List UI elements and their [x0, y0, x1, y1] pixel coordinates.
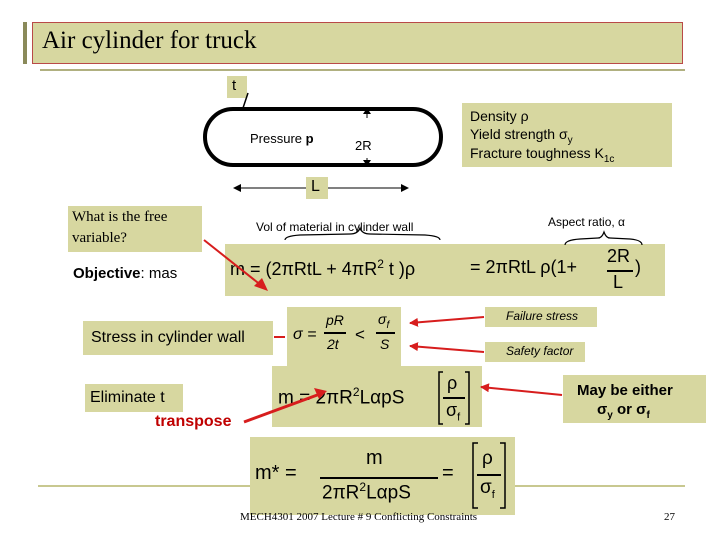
eliminate-t-box — [85, 384, 183, 412]
vol-material-label: Vol of material in cylinder wall — [256, 220, 414, 234]
may-be-either-arrow — [480, 383, 563, 396]
eliminate-t-label: Eliminate t — [90, 389, 165, 406]
free-variable-box — [68, 206, 202, 252]
diameter-label: 2R — [355, 138, 372, 153]
t-label: t — [232, 77, 237, 94]
stress-lt: < — [355, 325, 365, 344]
aspect-ratio-label: Aspect ratio, α — [548, 215, 625, 229]
safety-factor-box — [485, 342, 585, 362]
free-variable-text: What is the free variable? — [72, 209, 168, 246]
mstar-eq: = — [442, 462, 454, 484]
mass-eliminated-bracket-left — [438, 371, 443, 425]
aspect-fraction-den: L — [613, 272, 624, 292]
transpose-arrow — [243, 392, 321, 424]
footer-text: MECH4301 2007 Lecture # 9 Conflicting Co… — [240, 511, 478, 523]
stress-num2: σf — [378, 311, 390, 331]
mass-equation-lhs: m = (2πRtL + 4πR2 t )ρ — [230, 257, 416, 279]
stress-num1: pR — [326, 312, 344, 328]
t-pointer-line — [242, 92, 249, 109]
aspect-ratio-brace — [564, 230, 643, 246]
stress-equation-box — [287, 307, 401, 366]
pressure-label: Pressure p — [250, 131, 314, 146]
mstar-bracket-right — [500, 442, 506, 509]
mstar-rden: σf — [480, 477, 495, 501]
mstar-rnum: ρ — [482, 448, 493, 469]
mass-equation-box — [225, 244, 665, 296]
yield-strength-text: Yield strength σy — [470, 126, 573, 146]
title-accent — [23, 22, 27, 64]
footer-rule-left — [38, 485, 250, 487]
failure-stress-label: Failure stress — [506, 309, 579, 323]
objective-label: Objective: mas — [73, 265, 178, 282]
density-text: Density ρ — [470, 108, 529, 124]
mass-eliminated-box — [272, 366, 482, 427]
stress-den1: 2t — [327, 336, 339, 352]
aspect-fraction-num: 2R — [607, 246, 631, 266]
stress-bar2 — [376, 332, 395, 334]
title-box — [32, 22, 683, 64]
transpose-label: transpose — [155, 413, 232, 430]
stress-den2: S — [380, 336, 390, 352]
mass-equation-rhs: = 2πRtL ρ(1+ — [470, 257, 578, 277]
l-label-box — [306, 177, 328, 199]
mstar-rbar — [477, 474, 501, 476]
mass-eliminated-num: ρ — [447, 373, 458, 393]
slide-title: Air cylinder for truck — [42, 27, 257, 54]
stress-wall-label: Stress in cylinder wall — [91, 329, 245, 346]
mstar-den: 2πR2LαpS — [322, 480, 411, 504]
title-underline — [40, 69, 685, 71]
stress-bar1 — [324, 332, 346, 334]
failure-stress-arrow — [409, 316, 485, 327]
vol-brace — [284, 226, 441, 241]
free-variable-arrow — [203, 239, 263, 287]
transpose-arrowhead — [314, 388, 327, 399]
footer-rule-right — [515, 485, 685, 487]
sigma-options-label: σy or σf — [597, 401, 650, 421]
cylinder-shape — [203, 107, 443, 167]
mass-eliminated-bar — [443, 397, 465, 399]
diameter-arrow-bottom — [363, 160, 371, 166]
safety-factor-arrow — [409, 342, 485, 353]
stress-sigma: σ = — [293, 326, 317, 343]
failure-stress-box — [485, 307, 597, 327]
mass-equation-close: ) — [635, 257, 641, 277]
mstar-lhs: m* = — [255, 462, 297, 484]
page-number: 27 — [664, 511, 675, 523]
aspect-fraction-bar — [607, 270, 633, 272]
mass-eliminated-den: σf — [446, 400, 461, 424]
mstar-bar — [320, 477, 438, 479]
properties-box — [462, 103, 672, 167]
length-label: L — [311, 178, 320, 195]
stress-wall-box — [83, 321, 273, 355]
free-variable-arrowhead — [254, 278, 268, 291]
t-label-box — [227, 76, 247, 98]
may-be-either-label: May be either — [577, 382, 673, 399]
mstar-equation-box — [250, 437, 515, 515]
fracture-toughness-text: Fracture toughness K1c — [470, 145, 615, 165]
may-be-either-box — [563, 375, 706, 423]
mstar-bracket-left — [472, 442, 478, 509]
mstar-num: m — [366, 447, 383, 469]
mass-eliminated-bracket-right — [465, 371, 470, 425]
safety-factor-label: Safety factor — [506, 344, 574, 358]
diameter-arrow-top — [363, 108, 371, 114]
